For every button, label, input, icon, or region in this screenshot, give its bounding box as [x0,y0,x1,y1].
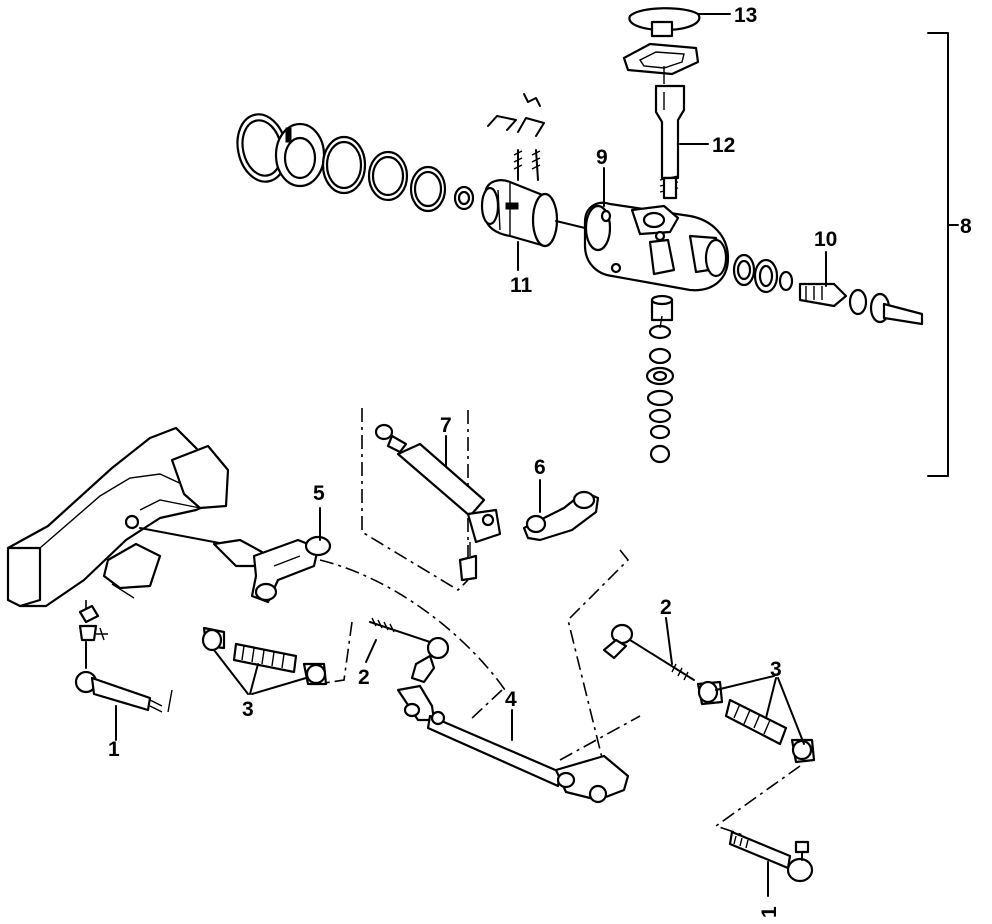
inner-tie-rod-left-part [369,617,450,684]
pitman-arm-part [212,535,332,604]
callout-5: 5 [313,482,325,505]
o-ring-2 [367,150,409,202]
seal-stack [645,294,675,464]
idler-arm-part [522,490,600,542]
linkage-group [6,408,816,883]
adjuster-sleeve-left-part [201,626,328,686]
adjuster-sleeve-right-part [696,680,816,764]
callout-6: 6 [534,456,546,479]
rack-piston-part [480,179,559,248]
ball-guide [487,93,545,181]
callout-9: 9 [596,146,608,169]
callout-labels: 1 1 2 2 3 3 4 5 6 7 8 9 10 11 12 13 [108,4,972,918]
callout-2-left: 2 [358,666,370,689]
callout-3-right: 3 [770,658,782,681]
tie-rod-end-right-part [728,830,814,883]
center-link-part [396,684,630,804]
tie-rod-end-left-part [74,604,173,713]
callout-8: 8 [960,215,972,238]
callout-1-right: 1 [758,906,781,918]
snap-ring-left [236,113,288,183]
callout-7: 7 [440,414,452,437]
inner-tie-rod-right-part [602,623,695,681]
assembly-bracket [927,32,949,477]
steering-damper-part [374,423,502,582]
gear-housing-part [583,201,730,292]
steering-gear-group [236,7,959,477]
callout-2-right: 2 [660,596,672,619]
pitman-shaft-part [654,84,686,200]
callout-12: 12 [712,134,735,157]
callout-4: 4 [505,688,517,711]
nut-small [453,185,475,211]
callout-11: 11 [510,274,533,297]
callout-1-left: 1 [108,738,120,761]
leader-lines [115,143,827,897]
callout-13: 13 [734,4,757,27]
reference-line [361,408,469,592]
adjuster-parts [732,253,924,326]
o-ring-3 [409,165,447,213]
frame-rail [6,426,231,608]
callout-10: 10 [814,228,837,251]
o-ring-1 [321,135,367,195]
end-plug-left [274,122,326,188]
side-cover-part [622,7,731,84]
callout-3-left: 3 [242,698,254,721]
